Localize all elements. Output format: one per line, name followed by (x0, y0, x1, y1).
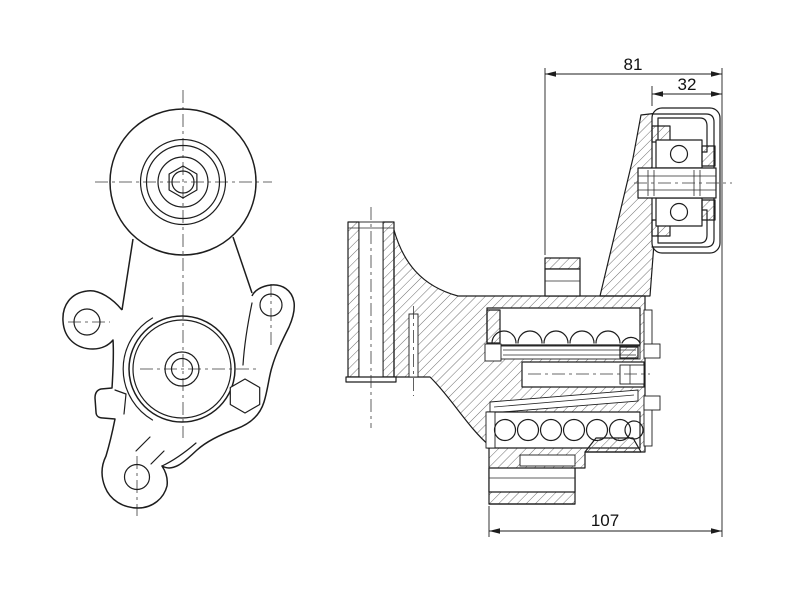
arrowhead (545, 71, 556, 77)
bolt-bore-circle (171, 170, 195, 194)
flange-wall-right (382, 221, 395, 378)
bearing-bottom-race (655, 197, 703, 227)
end-tab-bottom (643, 395, 661, 411)
pulley-washer-circle (157, 156, 209, 208)
cylinder-notch (519, 454, 576, 467)
cylinder-band (488, 467, 576, 493)
dimension-107-label: 107 (591, 511, 619, 530)
upper-spring-seat (486, 309, 501, 344)
mounting-flange (345, 207, 397, 428)
bottom-ear-hole (123, 463, 151, 491)
rib-inner-curve (161, 442, 197, 467)
upper-rod-piston (619, 346, 639, 359)
dimension-81: 81 (544, 55, 723, 537)
end-tab-top (643, 343, 661, 359)
boss-cap (544, 257, 581, 270)
section-view: 81 32 107 (345, 55, 732, 537)
hub-bore-circle (170, 357, 194, 381)
pulley-ring-inner (145, 144, 221, 220)
upper-rod (484, 343, 641, 362)
hub-shaft-circle (164, 351, 200, 387)
right-ear-inner-line (242, 302, 253, 366)
lower-rod (489, 389, 639, 414)
pulley-section (634, 107, 732, 254)
upper-rod-body (487, 345, 641, 360)
roll-pin (408, 306, 419, 396)
center-bolt-hex (168, 165, 198, 199)
pulley-bearing (634, 139, 732, 227)
pulley-outer-circle (109, 108, 257, 256)
dimension-81-label: 81 (624, 55, 643, 74)
tab-inner-line (114, 389, 127, 415)
arm-left-edge (121, 238, 134, 311)
hub-boss-arc (122, 317, 154, 421)
arrowhead (711, 528, 722, 534)
web-hatch-bottom (701, 199, 716, 221)
bearing-top-race (655, 139, 703, 169)
bore-end-detail (619, 364, 645, 385)
lower-spring-seat (485, 411, 496, 449)
body-outline (62, 284, 295, 509)
upper-spring (486, 307, 641, 346)
hub-inner-ring (132, 319, 232, 419)
lower-rod-body (489, 389, 639, 414)
tensioner-arm-section (599, 112, 659, 297)
boss-body (544, 268, 581, 297)
upper-spring-cavity (486, 307, 641, 346)
front-lower-hub (122, 315, 261, 423)
housing-end-wall (643, 309, 661, 447)
dimension-107: 107 (488, 506, 722, 537)
dimension-32: 32 (651, 75, 722, 106)
arm-right-edge (232, 236, 253, 294)
left-ear-hole (73, 308, 101, 336)
dimension-32-label: 32 (678, 75, 697, 94)
flange-wall-left (347, 221, 360, 378)
bearing-ball-bottom (669, 202, 689, 222)
right-ear-hole (259, 293, 283, 317)
pulley-groove-top (657, 117, 708, 153)
web-hatch-top (701, 145, 716, 167)
arrowhead (711, 71, 722, 77)
lower-cylinder (488, 454, 576, 505)
hub-outer-circle (128, 315, 236, 423)
upper-spring-coils (491, 330, 641, 344)
front-view (62, 90, 295, 516)
end-slot-top (643, 309, 653, 349)
arrowhead (711, 91, 722, 97)
bearing-ball-top (669, 144, 689, 164)
upper-rod-end (484, 343, 502, 362)
front-pulley (109, 108, 257, 256)
stop-boss (544, 257, 581, 297)
rib-lines (135, 436, 165, 465)
pivot-bore (521, 361, 650, 388)
pulley-ring-outer (139, 138, 227, 226)
lower-rod-line (493, 394, 635, 408)
housing-step (584, 437, 642, 453)
arrowhead (652, 91, 663, 97)
arrowhead (489, 528, 500, 534)
adjuster-hex (229, 378, 261, 414)
